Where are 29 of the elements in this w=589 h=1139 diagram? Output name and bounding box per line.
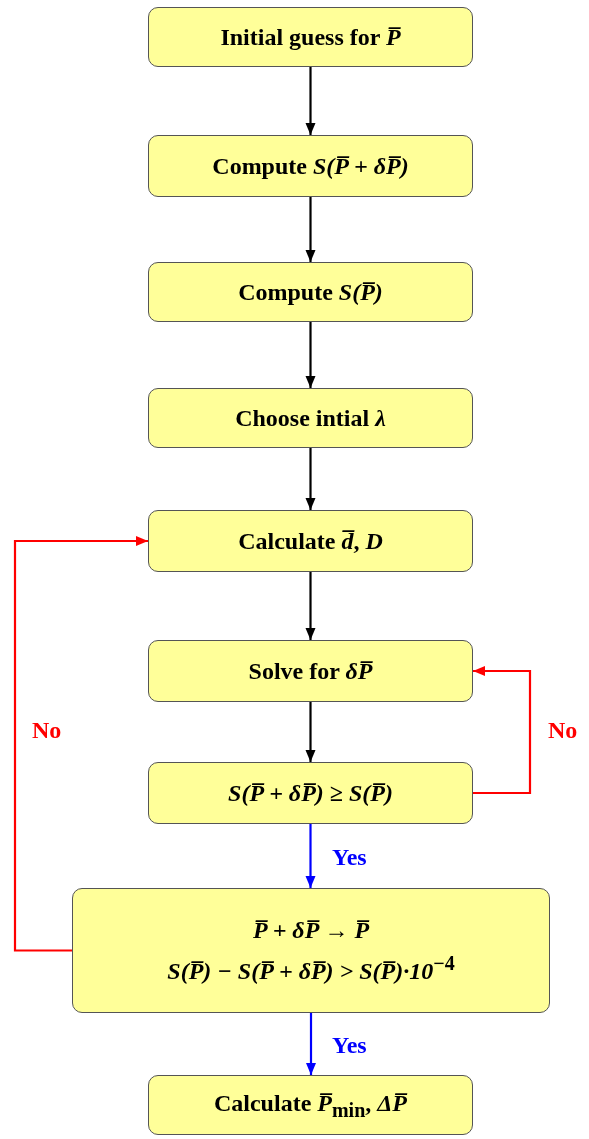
box-text: Initial guess for P̅ xyxy=(220,23,401,51)
arrow xyxy=(306,1013,316,1075)
box-text: S(P̅) − S(P̅ + δP̅) > S(P̅)·10$^{−4}$ xyxy=(167,951,455,984)
arrow xyxy=(305,572,316,640)
box-text: Choose intial λ xyxy=(235,404,386,432)
process-box xyxy=(148,135,473,197)
box-text: Calculate P̅$_{min}$, ΔP̅ xyxy=(213,1089,407,1121)
process-box xyxy=(148,388,473,448)
arrow xyxy=(305,702,316,762)
box-text: S(P̅ + δP̅) ≥ S(P̅) xyxy=(228,779,393,807)
process-box xyxy=(148,762,473,824)
process-box xyxy=(148,1075,473,1135)
box-text: Compute S(P̅) xyxy=(238,278,383,306)
arrow xyxy=(305,67,316,135)
arrow xyxy=(13,536,148,952)
box-text: P̅ + δP̅ → P̅ xyxy=(252,917,370,944)
arrow xyxy=(305,448,316,510)
process-box xyxy=(148,7,473,67)
arrow xyxy=(305,322,316,388)
arrow xyxy=(305,197,316,262)
process-box xyxy=(148,262,473,322)
box-text: Calculate d̅, D xyxy=(238,527,383,555)
box-text: Compute S(P̅ + δP̅) xyxy=(212,152,409,180)
box-text: Solve for δP̅ xyxy=(248,657,373,685)
process-box xyxy=(148,510,473,572)
arrow xyxy=(305,824,316,888)
arrow xyxy=(473,666,532,795)
process-box xyxy=(72,888,550,1013)
process-box xyxy=(148,640,473,702)
